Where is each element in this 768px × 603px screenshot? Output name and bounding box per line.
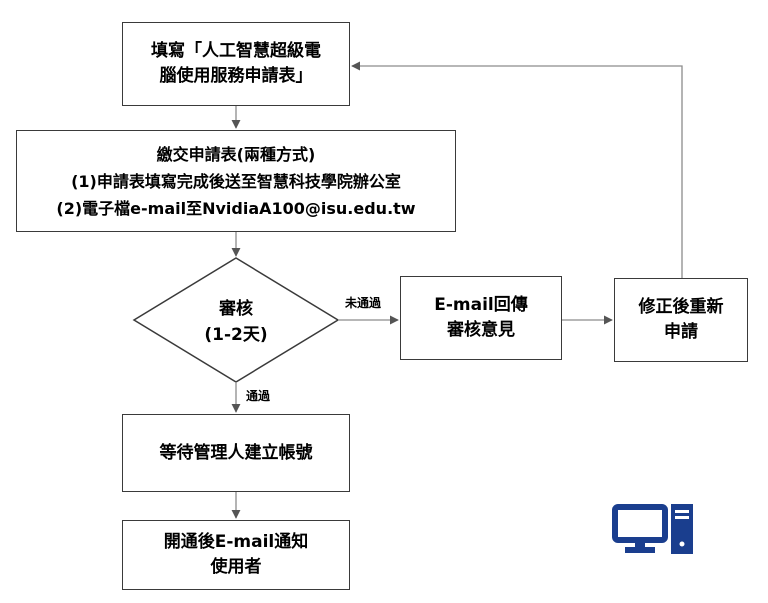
fill-form-box: 填寫「人工智慧超級電 腦使用服務申請表」 bbox=[122, 22, 350, 106]
computer-icon bbox=[612, 504, 693, 554]
wait-account-line1: 等待管理人建立帳號 bbox=[159, 442, 313, 463]
rejected-label: 未通過 bbox=[345, 296, 382, 310]
submit-line3: (2)電子檔e-mail至NvidiaA100@isu.edu.tw bbox=[56, 198, 416, 218]
email-feedback-line1: E-mail回傳 bbox=[434, 295, 528, 315]
review-line2: (1-2天) bbox=[204, 325, 268, 345]
revise-box: 修正後重新 申請 bbox=[614, 278, 748, 362]
notify-box: 開通後E-mail通知 使用者 bbox=[122, 520, 350, 590]
arrow-revise-to-fill bbox=[351, 61, 683, 278]
fill-form-line1: 填寫「人工智慧超級電 bbox=[151, 41, 321, 61]
review-diamond-label: 審核 (1-2天) bbox=[156, 292, 316, 352]
notify-line2: 使用者 bbox=[210, 557, 262, 577]
wait-account-box: 等待管理人建立帳號 bbox=[122, 414, 350, 492]
email-feedback-line2: 審核意見 bbox=[447, 320, 515, 340]
approved-label: 通過 bbox=[246, 389, 271, 403]
revise-line1: 修正後重新 bbox=[638, 297, 724, 317]
review-line1: 審核 bbox=[219, 299, 253, 319]
submit-form-box: 繳交申請表(兩種方式) (1)申請表填寫完成後送至智慧科技學院辦公室 (2)電子… bbox=[16, 130, 456, 232]
fill-form-line2: 腦使用服務申請表」 bbox=[159, 66, 313, 86]
revise-line2: 申請 bbox=[664, 322, 698, 342]
submit-line2: (1)申請表填寫完成後送至智慧科技學院辦公室 bbox=[71, 171, 401, 191]
email-feedback-box: E-mail回傳 審核意見 bbox=[400, 276, 562, 360]
notify-line1: 開通後E-mail通知 bbox=[163, 532, 309, 552]
submit-line1: 繳交申請表(兩種方式) bbox=[156, 144, 316, 164]
